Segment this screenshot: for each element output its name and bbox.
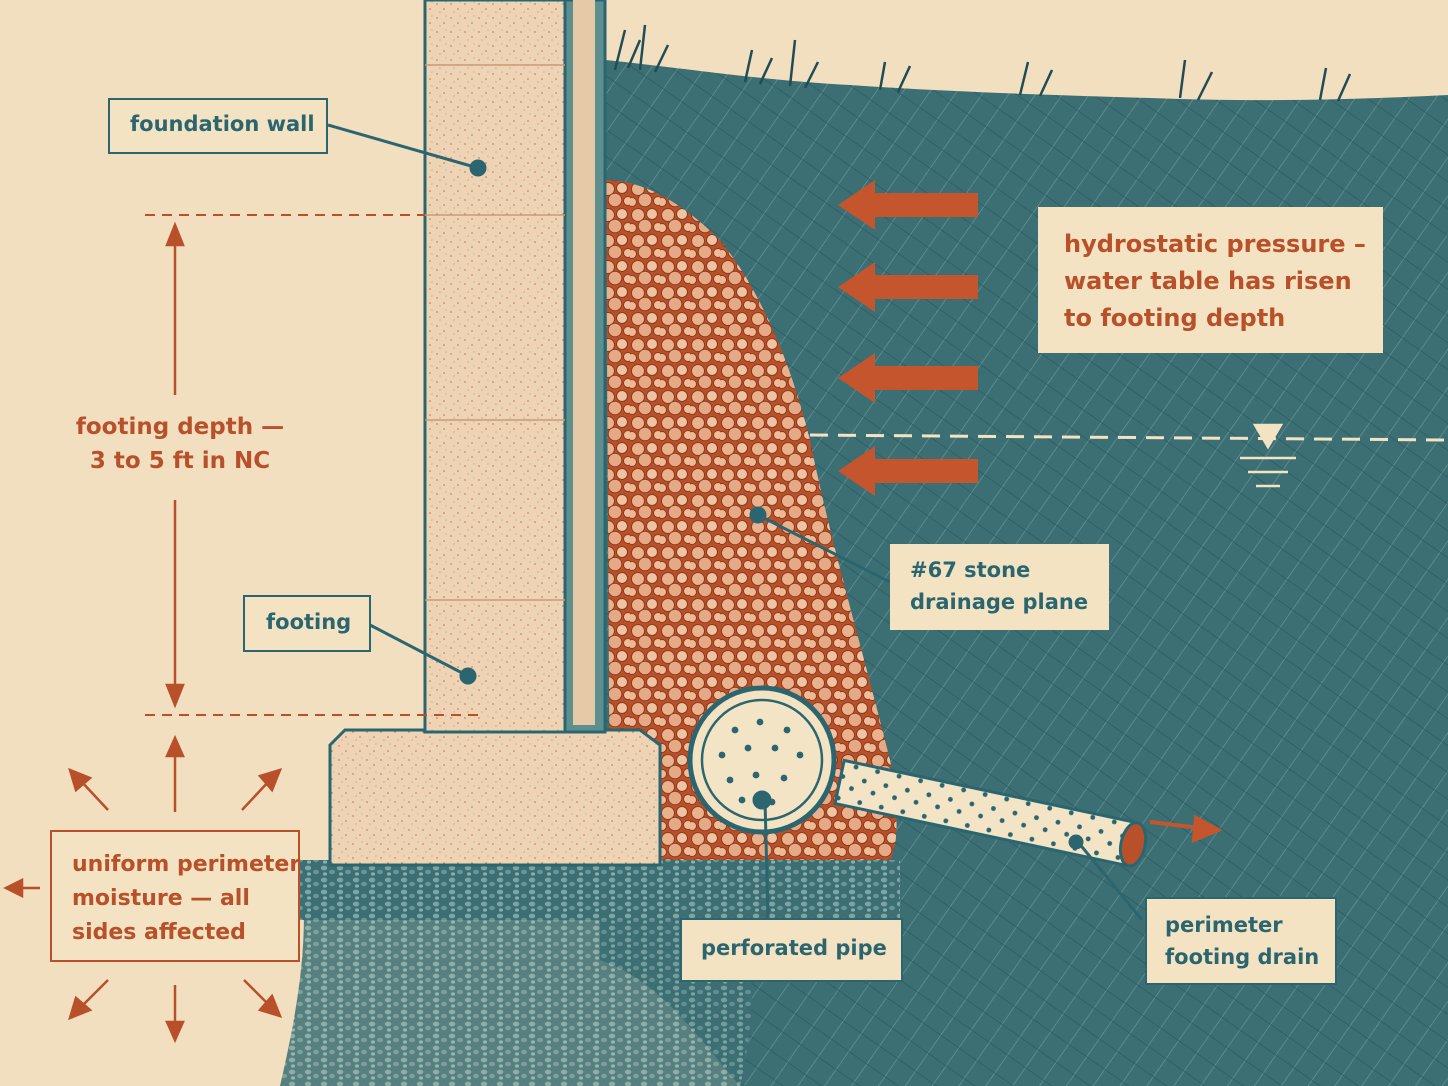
label-uniform-moisture-line3: sides affected — [72, 916, 298, 950]
label-perimeter-drain: perimeter footing drain — [1145, 897, 1337, 985]
label-perforated-pipe: perforated pipe — [680, 918, 903, 982]
label-footing: footing — [243, 595, 371, 652]
label-footing-depth: footing depth — 3 to 5 ft in NC — [60, 410, 300, 478]
label-stone-drainage: #67 stone drainage plane — [890, 544, 1109, 630]
label-stone-line1: #67 stone — [910, 554, 1109, 586]
label-hydrostatic-line3: to footing depth — [1064, 300, 1383, 337]
label-perimeter-drain-line2: footing drain — [1165, 941, 1335, 973]
label-stone-line2: drainage plane — [910, 586, 1109, 618]
label-foundation-wall: foundation wall — [108, 98, 328, 154]
label-perforated-pipe-text: perforated pipe — [701, 936, 901, 960]
perforated-pipe-section — [690, 688, 834, 832]
label-uniform-moisture: uniform perimeter moisture — all sides a… — [50, 830, 300, 962]
label-footing-depth-line1: footing depth — — [60, 410, 300, 444]
label-footing-depth-line2: 3 to 5 ft in NC — [60, 444, 300, 478]
label-perimeter-drain-line1: perimeter — [1165, 909, 1335, 941]
wall-face-strip — [573, 0, 595, 725]
label-hydrostatic-pressure: hydrostatic pressure – water table has r… — [1038, 207, 1383, 353]
label-hydrostatic-line1: hydrostatic pressure – — [1064, 226, 1383, 263]
label-uniform-moisture-line1: uniform perimeter — [72, 848, 298, 882]
label-uniform-moisture-line2: moisture — all — [72, 882, 298, 916]
footing-shape — [330, 730, 660, 865]
gravel-base — [300, 860, 900, 920]
label-foundation-wall-text: foundation wall — [130, 112, 326, 136]
label-hydrostatic-line2: water table has risen — [1064, 263, 1383, 300]
label-footing-text: footing — [266, 610, 369, 634]
